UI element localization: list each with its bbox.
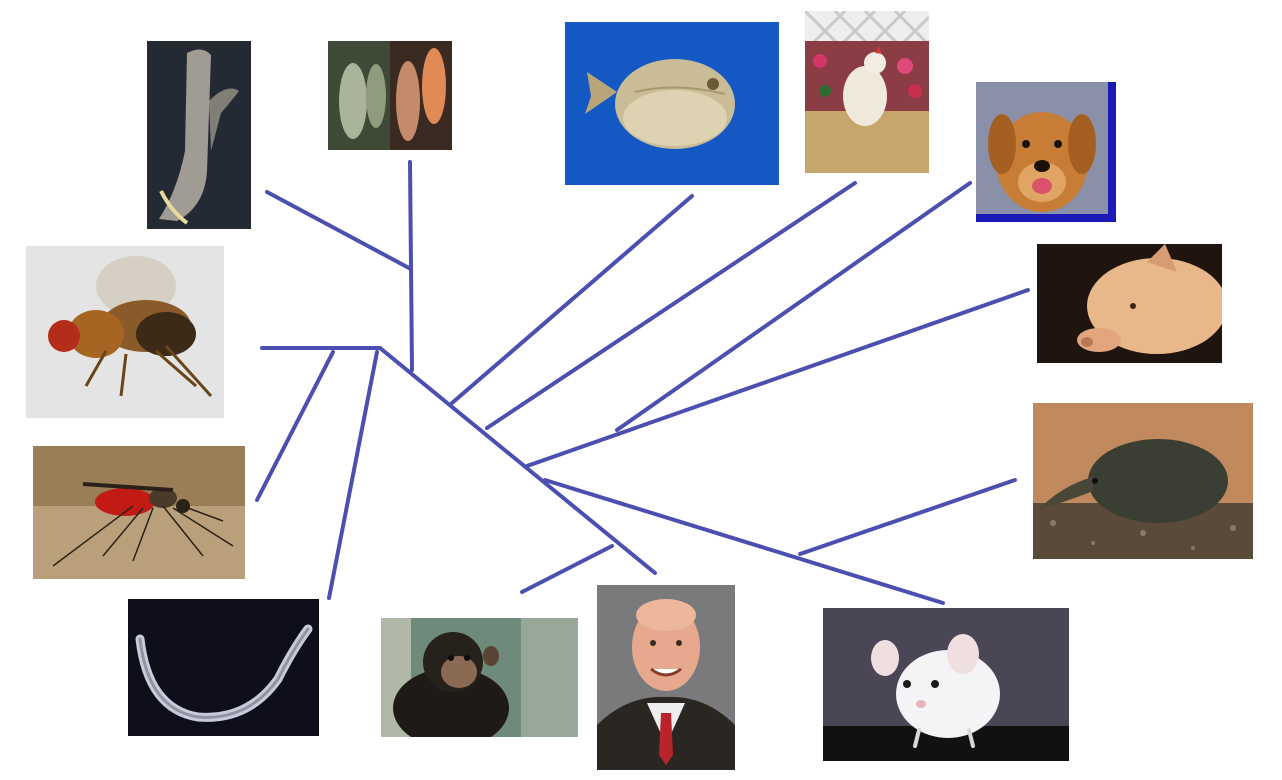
branch-mosquito (255, 350, 335, 502)
mouse-photo (823, 608, 1069, 761)
branch-pufferfish (450, 194, 694, 405)
shrew-photo (1033, 403, 1253, 559)
sea-squirt-photo (147, 41, 251, 229)
chimpanzee-photo (381, 618, 578, 737)
branch-dog (615, 181, 972, 432)
sponge-photo (328, 41, 452, 150)
branch-main-trunk (378, 346, 657, 575)
branch-sponge (408, 160, 414, 372)
mosquito-photo (33, 446, 245, 579)
chicken-photo (805, 11, 929, 173)
branch-rodent-primate (543, 478, 945, 605)
human-portrait-photo (597, 585, 735, 770)
branch-chicken (485, 181, 857, 430)
branch-sea-squirt (265, 190, 411, 270)
pufferfish-photo (565, 22, 779, 185)
branch-worm (327, 350, 379, 600)
branch-mammal-stem (525, 288, 1030, 468)
dog-photo (976, 82, 1116, 222)
pig-photo (1037, 244, 1222, 363)
worm-photo (128, 599, 319, 736)
branch-shrew (798, 478, 1017, 556)
branch-chimpanzee (520, 544, 614, 594)
fruit-fly-photo (26, 246, 224, 418)
